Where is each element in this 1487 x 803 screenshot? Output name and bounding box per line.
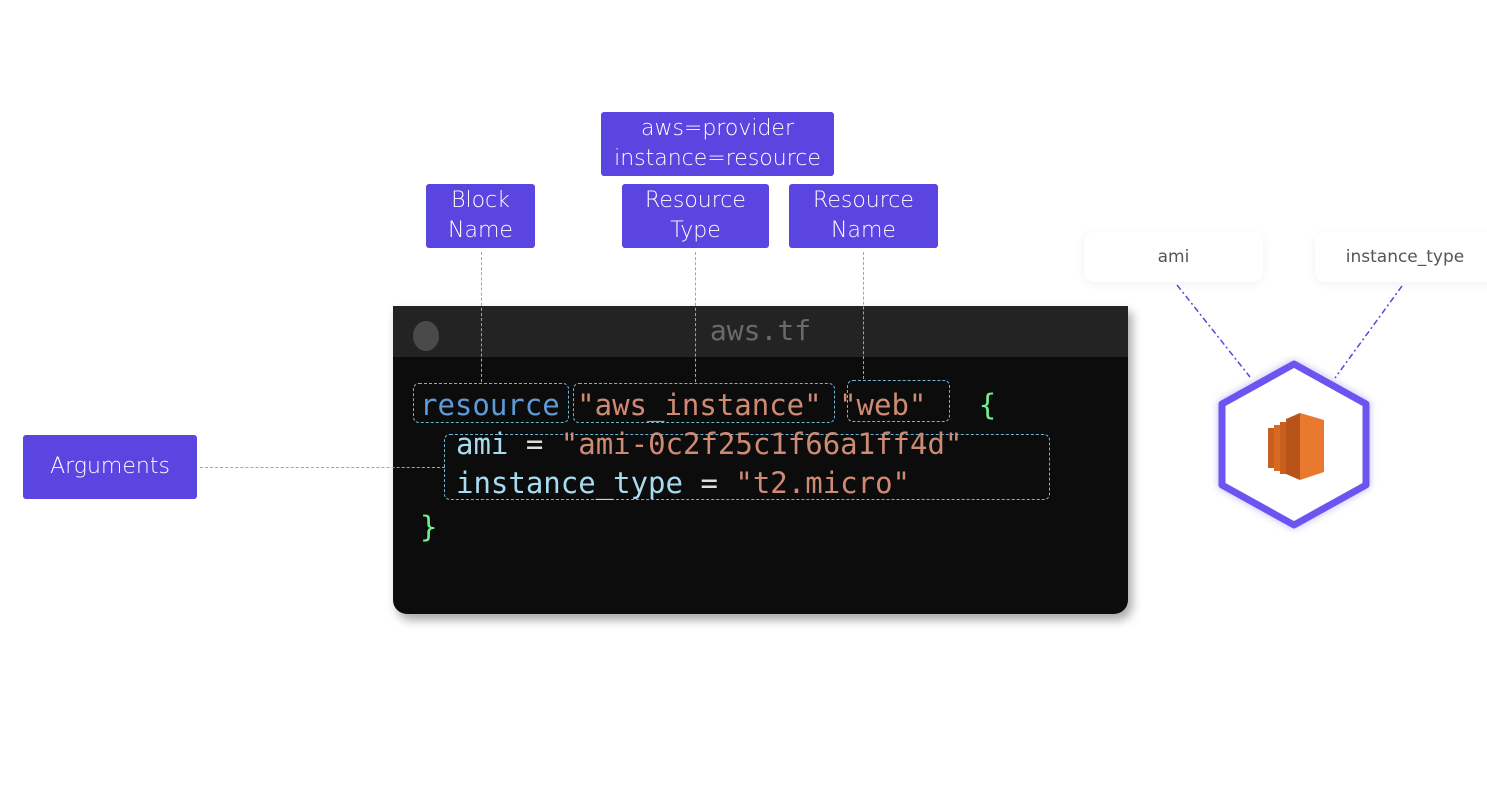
arg-value: "t2.micro" bbox=[735, 466, 910, 500]
param-label: ami bbox=[1157, 247, 1190, 267]
connector-line bbox=[200, 467, 445, 468]
code-brace: { bbox=[978, 388, 997, 422]
connector-line bbox=[1176, 284, 1251, 378]
label-line: Name bbox=[831, 218, 896, 243]
param-ami: ami bbox=[1084, 232, 1263, 282]
code-keyword: resource bbox=[420, 388, 560, 422]
aws-ec2-icon bbox=[1268, 413, 1324, 480]
ec2-instance-graphic bbox=[1176, 284, 1403, 529]
code-resource-name: "web" bbox=[839, 388, 927, 422]
arg-eq: = bbox=[525, 427, 544, 461]
editor-title-bar: aws.tf bbox=[393, 306, 1128, 357]
label-line: Resource bbox=[813, 188, 914, 213]
keyword-highlight bbox=[413, 383, 569, 423]
label-line: Arguments bbox=[50, 454, 170, 479]
param-label: instance_type bbox=[1345, 247, 1465, 267]
connector-line bbox=[695, 252, 696, 382]
code-brace: } bbox=[420, 510, 438, 544]
arguments-label: Arguments bbox=[23, 435, 197, 499]
code-editor-window: aws.tf bbox=[393, 306, 1128, 614]
code-line-3: instance_type = "t2.micro" bbox=[456, 466, 910, 500]
label-line: Name bbox=[448, 218, 513, 243]
resource-line: instance=resource bbox=[614, 146, 821, 171]
editor-filename: aws.tf bbox=[709, 314, 812, 347]
arguments-highlight bbox=[444, 434, 1050, 500]
window-dot[interactable] bbox=[413, 321, 439, 351]
connector-line bbox=[863, 252, 864, 379]
code-resource-type: "aws_instance" bbox=[577, 388, 822, 422]
code-line-4: } bbox=[420, 510, 437, 544]
code-line-1: resource "aws_instance" "web" { bbox=[420, 388, 996, 422]
connector-line bbox=[481, 252, 482, 382]
arg-key: instance_type bbox=[456, 466, 683, 500]
arg-key: ami bbox=[456, 427, 509, 461]
connector-line bbox=[1334, 285, 1403, 379]
arg-eq: = bbox=[700, 466, 718, 500]
name-highlight bbox=[847, 380, 950, 422]
param-instance-type: instance_type bbox=[1315, 232, 1487, 282]
provider-line: aws=provider bbox=[640, 116, 795, 141]
arg-value: "ami-0c2f25c1f66a1ff4d" bbox=[560, 427, 963, 461]
label-line: Block bbox=[451, 188, 510, 213]
code-line-2: ami = "ami-0c2f25c1f66a1ff4d" bbox=[456, 427, 962, 461]
type-highlight bbox=[573, 383, 835, 423]
label-line: Resource bbox=[645, 188, 746, 213]
provider-label: aws=provider instance=resource bbox=[601, 112, 834, 176]
label-line: Type bbox=[670, 218, 721, 243]
